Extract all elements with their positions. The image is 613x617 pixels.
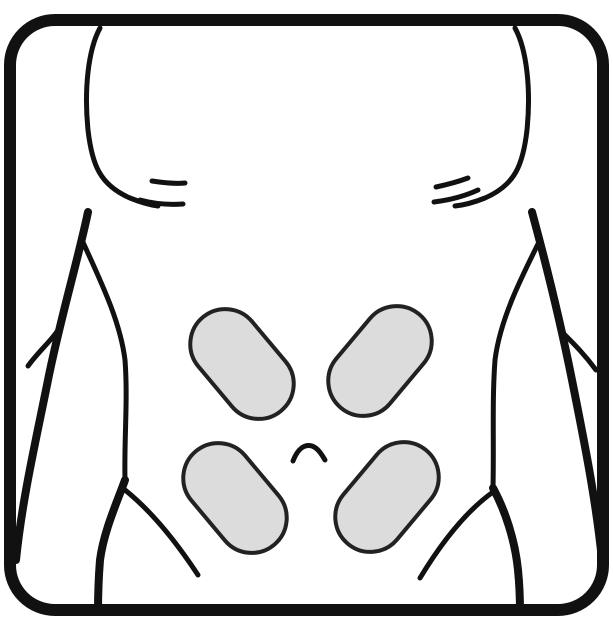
frame-border [10, 20, 603, 610]
left-pectoral-mark-upper [152, 181, 185, 183]
